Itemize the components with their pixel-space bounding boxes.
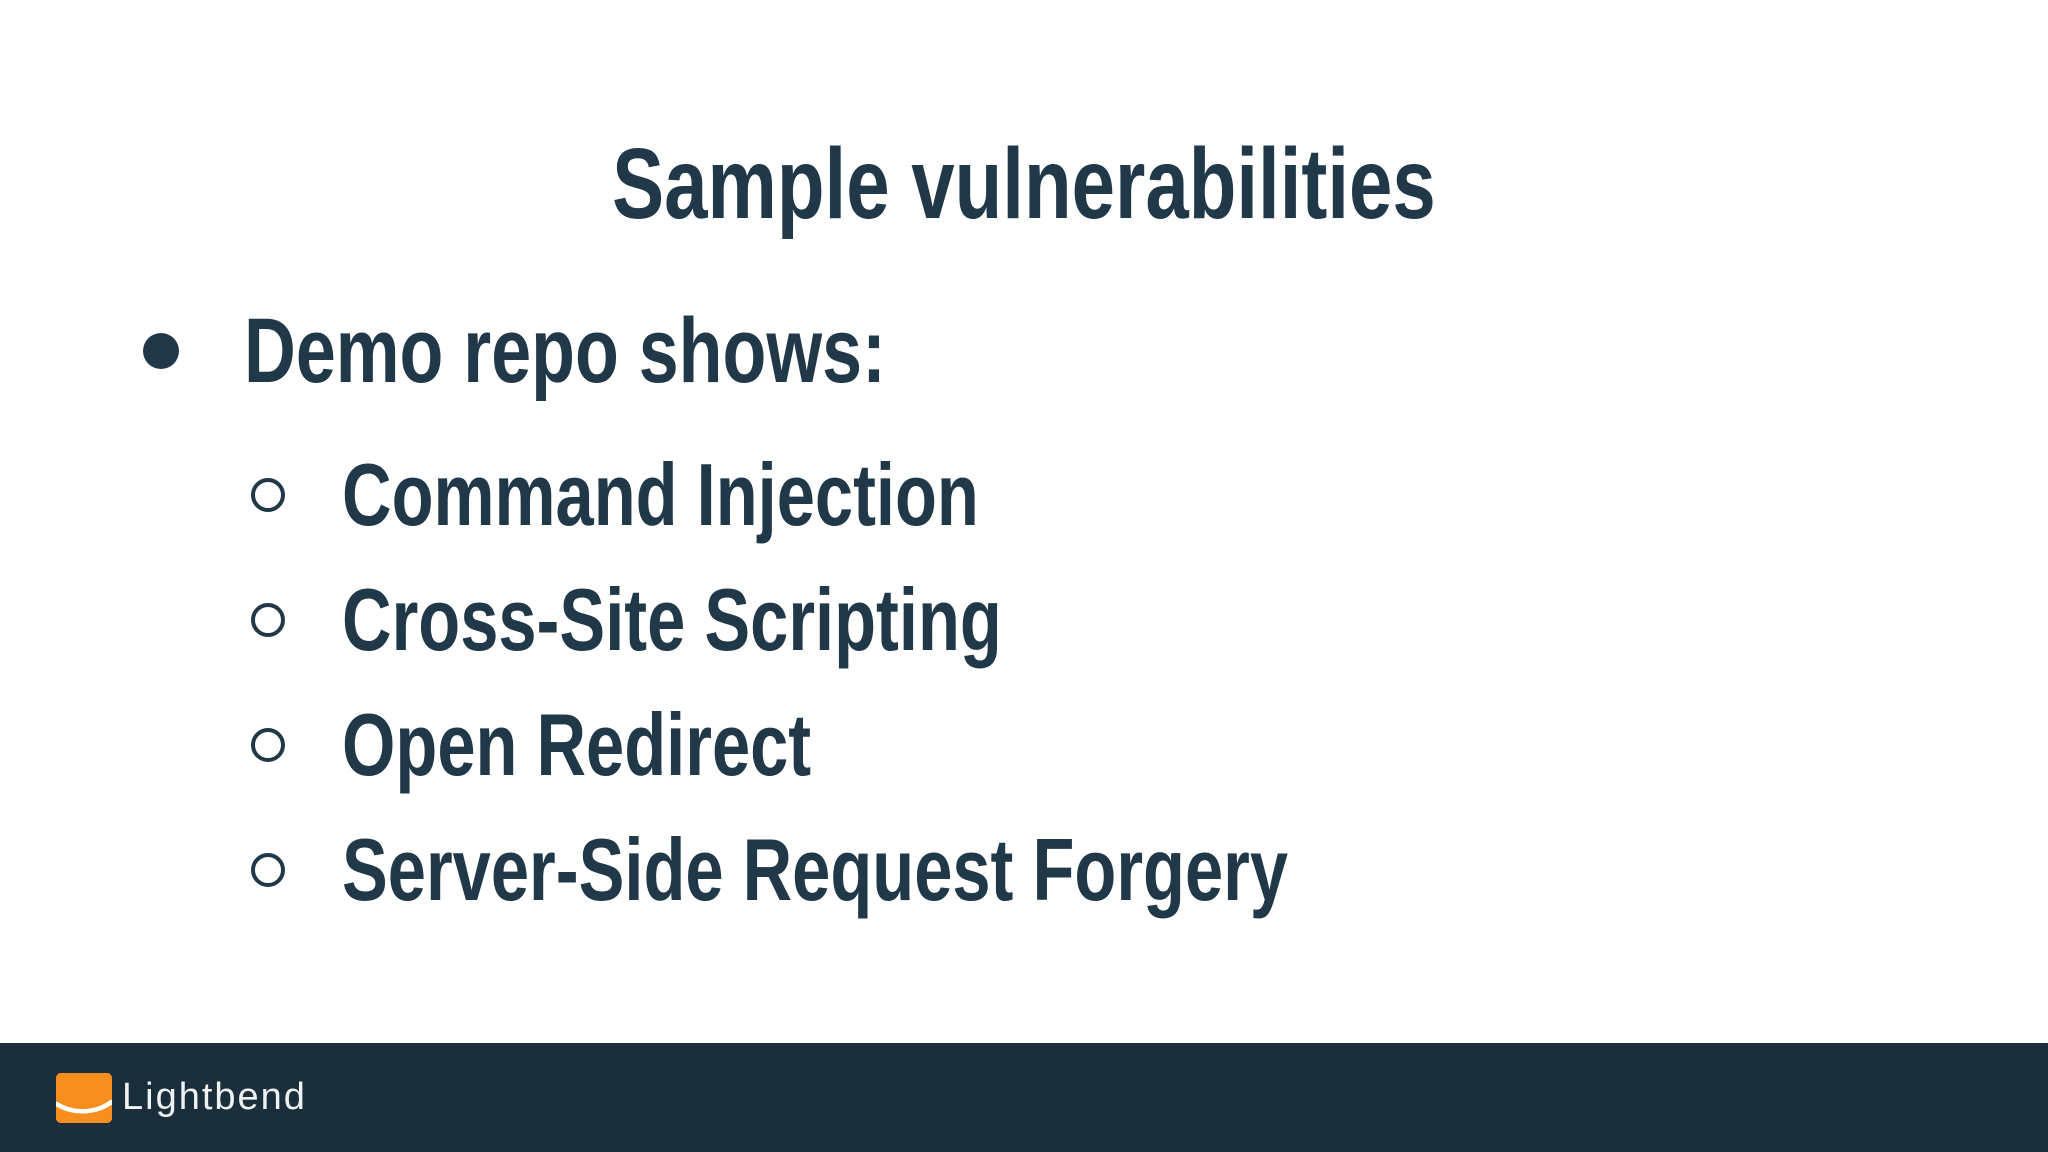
sub-bullet-label: Cross-Site Scripting	[342, 570, 1002, 669]
sub-bullet-row-command-injection: Command Injection	[251, 442, 2048, 548]
sub-bullet-label: Server-Side Request Forgery	[342, 820, 1289, 919]
bullet-level1-row: Demo repo shows:	[143, 296, 2048, 406]
sub-bullet-list: Command Injection Cross-Site Scripting O…	[251, 442, 2048, 923]
sub-bullet-row-cross-site-scripting: Cross-Site Scripting	[251, 567, 2048, 673]
hollow-bullet-icon	[251, 853, 285, 887]
hollow-bullet-icon	[251, 728, 285, 762]
sub-bullet-row-open-redirect: Open Redirect	[251, 692, 2048, 798]
footer-bar: Lightbend	[0, 1043, 2048, 1152]
hollow-bullet-icon	[251, 603, 285, 637]
sub-bullet-row-server-side-request-forgery: Server-Side Request Forgery	[251, 817, 2048, 923]
filled-bullet-icon	[143, 333, 179, 369]
hollow-bullet-icon	[251, 478, 285, 512]
sub-bullet-label: Open Redirect	[342, 695, 812, 794]
slide-title: Sample vulnerabilities	[0, 124, 2048, 244]
lightbend-logo-icon	[56, 1072, 112, 1123]
brand-wordmark: Lightbend	[122, 1076, 307, 1118]
sub-bullet-label: Command Injection	[342, 445, 979, 544]
slide-title-text: Sample vulnerabilities	[612, 124, 1436, 244]
slide-title-label: Sample vulnerabilities	[612, 128, 1436, 240]
bullet-level1-label: Demo repo shows:	[244, 300, 886, 402]
